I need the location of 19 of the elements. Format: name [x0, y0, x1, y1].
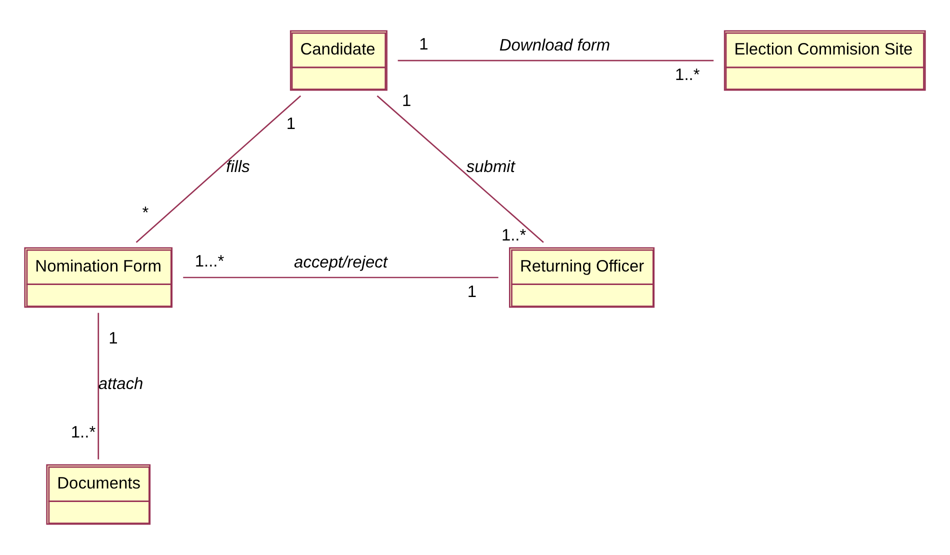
edge-label: fills — [226, 158, 250, 176]
edge-label: Download form — [499, 36, 610, 54]
edge-label: submit — [466, 158, 515, 176]
label: 1...* — [194, 252, 224, 271]
label: 1 — [419, 36, 428, 54]
connector — [398, 60, 714, 62]
connector — [98, 312, 100, 460]
label: 1 — [467, 282, 477, 301]
label: 1..* — [501, 226, 526, 245]
connector — [183, 276, 498, 278]
label: 1..* — [70, 423, 96, 442]
label: 1 — [402, 92, 412, 110]
connector — [136, 95, 302, 243]
label: 1..* — [675, 66, 700, 84]
label: 1 — [108, 329, 118, 348]
edge-label: accept/reject — [294, 253, 388, 272]
label: * — [142, 204, 149, 222]
connector — [376, 95, 544, 243]
label: 1 — [286, 114, 296, 133]
